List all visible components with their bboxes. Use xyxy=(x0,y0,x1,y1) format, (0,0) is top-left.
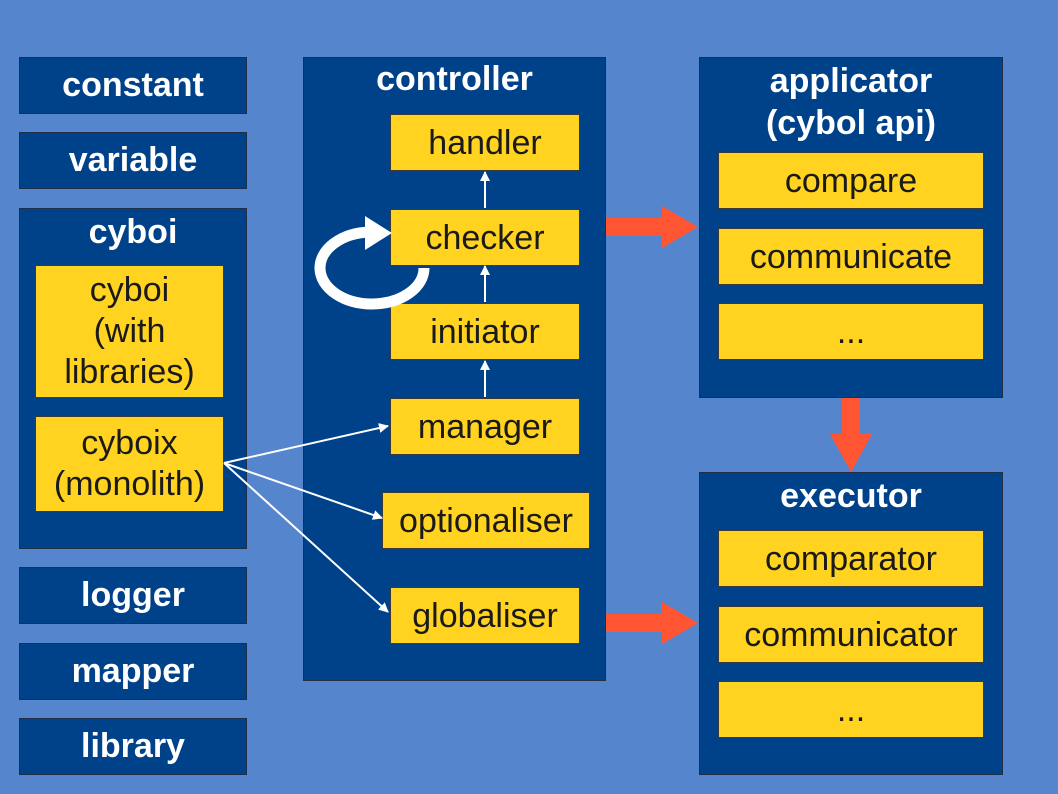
globaliser-box: globaliser xyxy=(390,587,580,644)
cyboi-title: cyboi xyxy=(88,213,178,251)
applicator-more-box: ... xyxy=(718,303,984,360)
controller-box: controller handler checker initiator man… xyxy=(303,57,606,681)
variable-label: variable xyxy=(68,141,198,179)
comparator-box: comparator xyxy=(718,530,984,587)
controller-title: controller xyxy=(376,60,533,98)
checker-box: checker xyxy=(390,209,580,266)
logger-box: logger xyxy=(19,567,247,624)
library-label: library xyxy=(81,727,185,765)
cyboi-with-libraries-box: cyboi (with libraries) xyxy=(35,265,224,398)
library-box: library xyxy=(19,718,247,775)
communicator-box: communicator xyxy=(718,606,984,663)
applicator-box: applicator (cybol api) compare communica… xyxy=(699,57,1003,398)
arrow-cyboix-to-globaliser xyxy=(223,462,389,613)
constant-label: constant xyxy=(62,66,204,104)
arrow-controller-to-applicator xyxy=(606,206,698,248)
checker-loop-icon xyxy=(314,226,430,310)
logger-label: logger xyxy=(81,576,185,614)
cyboix-monolith-box: cyboix (monolith) xyxy=(35,416,224,512)
manager-box: manager xyxy=(390,398,580,455)
executor-more-box: ... xyxy=(718,681,984,738)
arrow-applicator-to-executor xyxy=(830,398,872,472)
arrow-cyboix-to-manager xyxy=(223,423,389,464)
mapper-label: mapper xyxy=(71,652,195,690)
executor-box: executor comparator communicator ... xyxy=(699,472,1003,775)
handler-box: handler xyxy=(390,114,580,171)
applicator-title: applicator (cybol api) xyxy=(765,62,937,142)
cyboi-box: cyboi cyboi (with libraries) cyboix (mon… xyxy=(19,208,247,549)
arrow-cyboix-to-optionaliser xyxy=(223,462,383,520)
optionaliser-box: optionaliser xyxy=(382,492,590,549)
checker-loop-arrowhead xyxy=(365,216,392,250)
communicate-box: communicate xyxy=(718,228,984,285)
executor-title: executor xyxy=(780,477,922,515)
constant-box: constant xyxy=(19,57,247,114)
variable-box: variable xyxy=(19,132,247,189)
initiator-box: initiator xyxy=(390,303,580,360)
arrow-controller-to-executor xyxy=(606,602,698,644)
compare-box: compare xyxy=(718,152,984,209)
mapper-box: mapper xyxy=(19,643,247,700)
